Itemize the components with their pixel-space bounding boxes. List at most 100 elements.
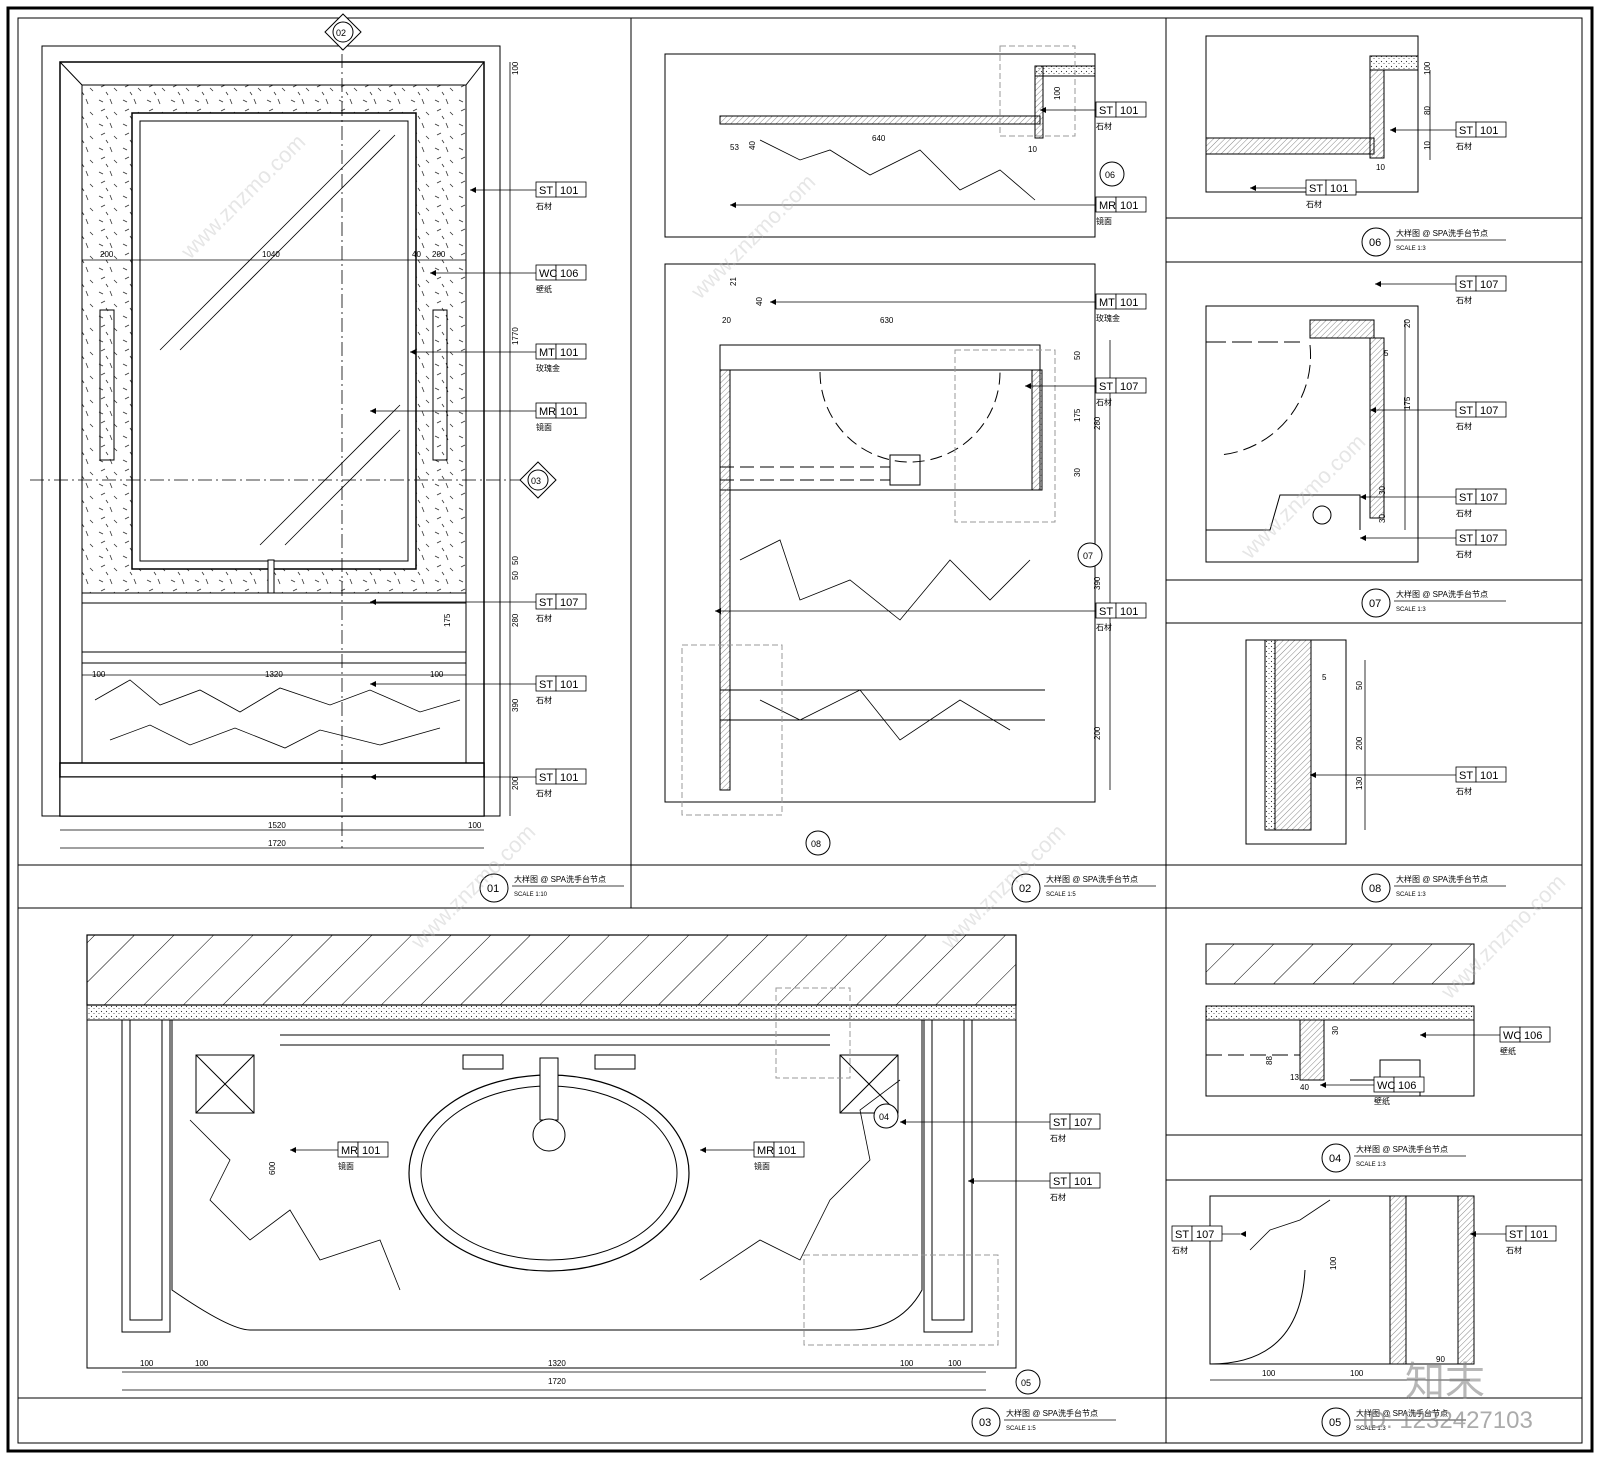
tag-number: 106 — [1398, 1080, 1416, 1092]
panel-06-detail — [1205, 35, 1431, 193]
dimension-label: 80 — [1423, 106, 1432, 115]
title-number-circle — [1321, 1407, 1351, 1437]
tag-caption: 石材 — [1096, 622, 1112, 632]
dimension-label: 13 — [1290, 1073, 1299, 1082]
tag-caption: 石材 — [1306, 199, 1322, 209]
dimension-label: 100 — [511, 61, 520, 75]
tag-caption: 镜面 — [1096, 216, 1112, 226]
tag-code: ST — [1175, 1229, 1189, 1241]
dimension-label: 1320 — [265, 670, 283, 679]
marker-circle — [527, 469, 549, 491]
section-marker: 02 — [324, 13, 362, 51]
tag-number-box — [1475, 529, 1507, 546]
tag-number: 107 — [1074, 1117, 1092, 1129]
dimension-label: 40 — [412, 250, 421, 259]
tag-number: 107 — [1480, 533, 1498, 545]
tag-caption: 石材 — [1456, 421, 1472, 431]
title-number-circle — [1361, 873, 1391, 903]
dimension-label: 200 — [511, 776, 520, 790]
dimension-label: 200 — [1093, 726, 1102, 740]
dimension-label: 100 — [1262, 1369, 1276, 1378]
panel-title: 大样图 @ SPA洗手台节点 — [514, 874, 606, 884]
section-marker: 06 — [1099, 161, 1125, 187]
leader-arrow — [900, 1119, 906, 1125]
panel-scale: SCALE 1:5 — [1046, 892, 1076, 898]
tag-code: ST — [1053, 1117, 1067, 1129]
marker-circle — [1077, 542, 1103, 568]
tag-code: ST — [1459, 492, 1473, 504]
tag-caption: 玫瑰金 — [536, 363, 560, 373]
tag-number: 101 — [560, 406, 578, 418]
panel-title: 大样图 @ SPA洗手台节点 — [1396, 589, 1488, 599]
tag-caption: 石材 — [1050, 1192, 1066, 1202]
tag-code: ST — [1099, 381, 1113, 393]
tag-code: ST — [539, 772, 553, 784]
leader-arrow — [290, 1147, 296, 1153]
title-number-circle — [971, 1407, 1001, 1437]
tag-number: 107 — [1196, 1229, 1214, 1241]
tag-number-box — [1525, 1225, 1557, 1242]
dimension-label: 100 — [468, 821, 482, 830]
dimension-label: 100 — [948, 1359, 962, 1368]
panel-scale: SCALE 1:3 — [1396, 246, 1426, 252]
tag-code: ST — [1099, 105, 1113, 117]
marker-label: 04 — [879, 1112, 889, 1122]
tag-code: ST — [1459, 279, 1473, 291]
dimension-label: 100 — [1329, 1256, 1338, 1270]
tag-code: ST — [539, 185, 553, 197]
tag-number-box — [555, 593, 587, 610]
panel-scale: SCALE 1:3 — [1356, 1162, 1386, 1168]
panel-title: 大样图 @ SPA洗手台节点 — [1396, 874, 1488, 884]
tag-number-box — [555, 402, 587, 419]
tag-caption: 壁纸 — [1374, 1096, 1390, 1106]
tag-number: 106 — [560, 268, 578, 280]
dimension-label: 30 — [1378, 486, 1387, 495]
panel-number: 07 — [1369, 598, 1381, 610]
dimension-label: 1720 — [548, 1377, 566, 1386]
panel-title: 大样图 @ SPA洗手台节点 — [1356, 1144, 1448, 1154]
tag-code: ST — [1459, 770, 1473, 782]
tag-number-box — [1475, 121, 1507, 138]
panel-03-plan — [86, 934, 1017, 1391]
panel-number: 01 — [487, 883, 499, 895]
marker-circle — [332, 21, 354, 43]
dimension-label: 10 — [1423, 141, 1432, 150]
panel-scale: SCALE 1:3 — [1356, 1426, 1386, 1432]
section-marker: 05 — [1015, 1369, 1041, 1395]
marker-circle — [805, 830, 831, 856]
dimension-label: 100 — [140, 1359, 154, 1368]
panel-number: 04 — [1329, 1153, 1341, 1165]
leader-arrow — [1370, 407, 1376, 413]
tag-number-box — [1475, 766, 1507, 783]
dimension-label: 175 — [1073, 408, 1082, 422]
title-number-circle — [1361, 227, 1391, 257]
section-marker: 03 — [519, 461, 557, 499]
tag-caption: 石材 — [1050, 1133, 1066, 1143]
watermark-text: www.znzmo.com — [1235, 429, 1370, 564]
tag-code: MT — [1099, 297, 1115, 309]
dimension-label: 10 — [1376, 163, 1385, 172]
leader-arrow — [470, 187, 476, 193]
tag-caption: 石材 — [1456, 508, 1472, 518]
dimension-label: 20 — [1403, 319, 1412, 328]
tag-number: 101 — [1480, 125, 1498, 137]
tag-number-box — [1115, 602, 1147, 619]
dimension-label: 200 — [1355, 736, 1364, 750]
dimension-label: 50 — [511, 556, 520, 565]
dimension-label: 21 — [729, 277, 738, 286]
marker-label: 06 — [1105, 170, 1115, 180]
dimension-label: 50 — [1355, 681, 1364, 690]
watermark-text: www.znzmo.com — [935, 819, 1070, 954]
